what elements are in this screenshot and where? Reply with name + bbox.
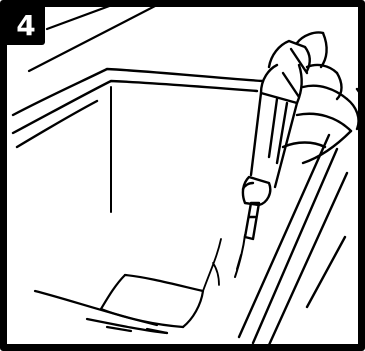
- hand: [283, 32, 365, 167]
- tub-side-lines: [239, 135, 347, 345]
- caulk-gun: [243, 41, 310, 239]
- step-number-badge: 4: [7, 7, 45, 45]
- tub-rim: [13, 69, 262, 212]
- caulk-bead: [235, 235, 245, 277]
- tub-drain-area: [35, 239, 221, 333]
- caulking-illustration: [7, 7, 365, 351]
- wall-edge-lines: [29, 7, 157, 71]
